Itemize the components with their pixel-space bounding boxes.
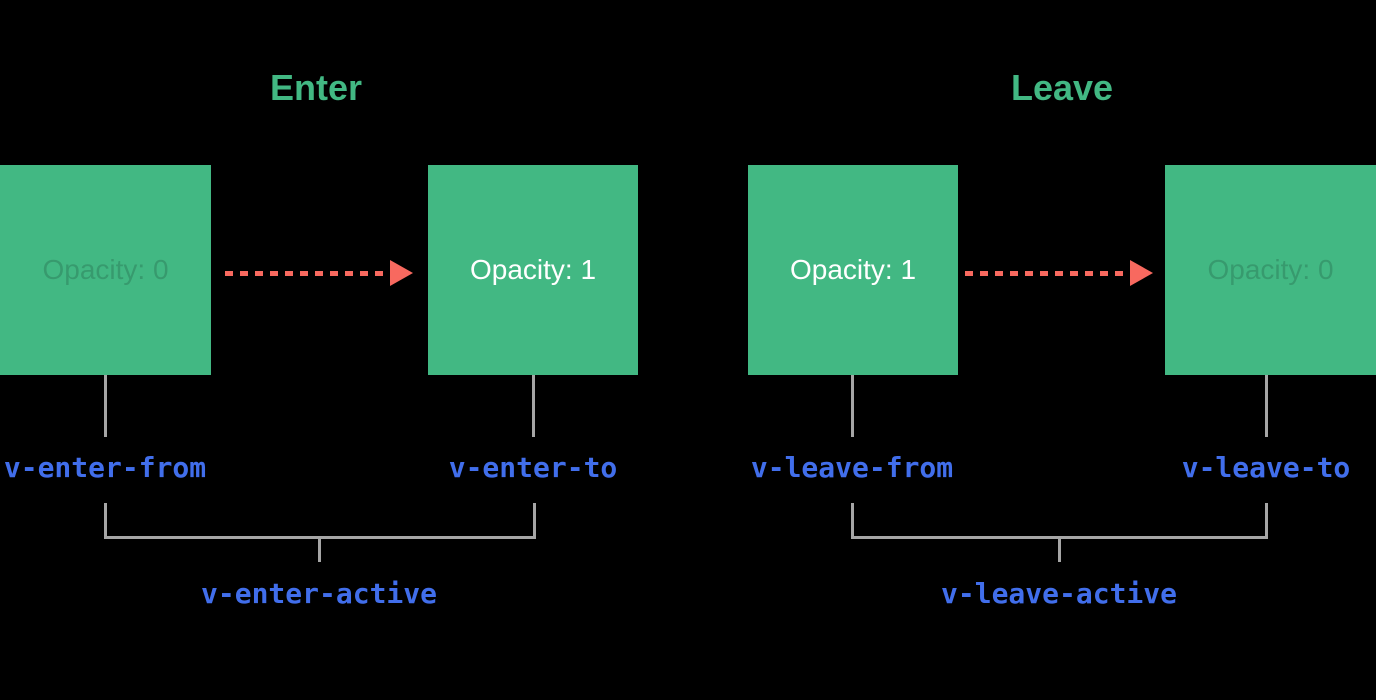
leave-active-bracket bbox=[850, 503, 1268, 539]
arrow-dashed-line bbox=[225, 270, 390, 276]
enter-to-connector-line bbox=[531, 375, 535, 437]
arrow-dashed-line bbox=[965, 270, 1130, 276]
leave-phase-title: Leave bbox=[1010, 67, 1114, 108]
leave-to-box-label: Opacity: 0 bbox=[1207, 254, 1334, 285]
enter-from-connector-line bbox=[103, 375, 107, 437]
arrow-head bbox=[390, 260, 413, 286]
leave-to-class-label: v-leave-to bbox=[1181, 451, 1351, 484]
enter-to-box-label: Opacity: 1 bbox=[469, 254, 597, 285]
enter-to-box: Opacity: 1 bbox=[428, 165, 638, 375]
leave-transition-arrow-icon bbox=[965, 260, 1153, 286]
enter-to-class-label: v-enter-to bbox=[448, 451, 618, 484]
leave-active-class-label: v-leave-active bbox=[940, 577, 1178, 610]
enter-from-class-label: v-enter-from bbox=[3, 451, 207, 484]
leave-active-stub-line bbox=[1057, 538, 1061, 562]
enter-active-bracket bbox=[103, 503, 536, 539]
leave-from-connector-line bbox=[850, 375, 854, 437]
enter-active-class-label: v-enter-active bbox=[200, 577, 438, 610]
enter-from-box-label: Opacity: 0 bbox=[42, 254, 169, 285]
enter-transition-arrow-icon bbox=[225, 260, 413, 286]
arrow-head bbox=[1130, 260, 1153, 286]
enter-active-stub-line bbox=[317, 538, 321, 562]
leave-from-class-label: v-leave-from bbox=[750, 451, 954, 484]
leave-from-box-label: Opacity: 1 bbox=[789, 254, 917, 285]
leave-from-box: Opacity: 1 bbox=[748, 165, 958, 375]
enter-phase-title: Enter bbox=[269, 67, 363, 108]
leave-to-box: Opacity: 0 bbox=[1165, 165, 1376, 375]
enter-from-box: Opacity: 0 bbox=[0, 165, 211, 375]
leave-to-connector-line bbox=[1264, 375, 1268, 437]
